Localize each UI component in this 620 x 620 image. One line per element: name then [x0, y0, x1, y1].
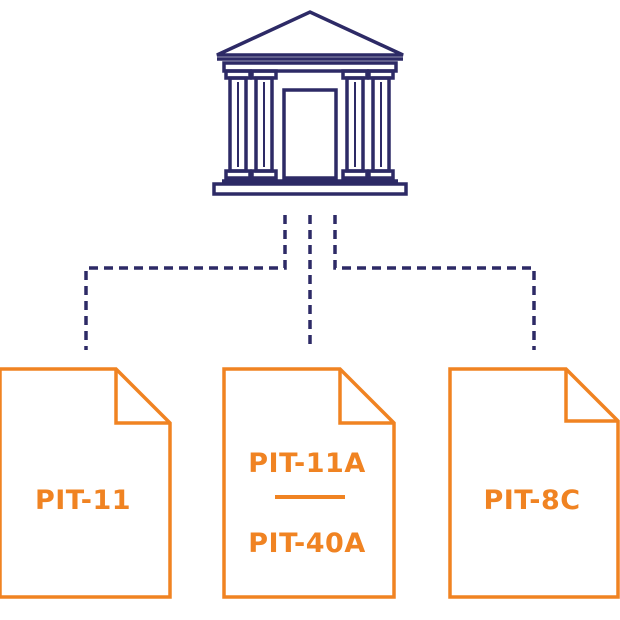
document-label-pit-11: PIT-11 — [35, 485, 131, 516]
document-right: PIT-8C — [448, 367, 620, 599]
dashed-connectors — [84, 215, 536, 350]
document-label-pit-8c: PIT-8C — [483, 485, 580, 516]
connector-left — [84, 215, 287, 350]
document-center: PIT-11A PIT-40A — [222, 367, 396, 599]
connector-right — [333, 215, 536, 350]
document-label-pit-40a: PIT-40A — [248, 528, 365, 559]
document-icon — [448, 367, 620, 599]
document-label-pit-11a: PIT-11A — [248, 448, 365, 479]
bank-building-icon — [212, 10, 408, 196]
document-icon — [222, 367, 396, 599]
document-icon — [0, 367, 172, 599]
document-left: PIT-11 — [0, 367, 172, 599]
